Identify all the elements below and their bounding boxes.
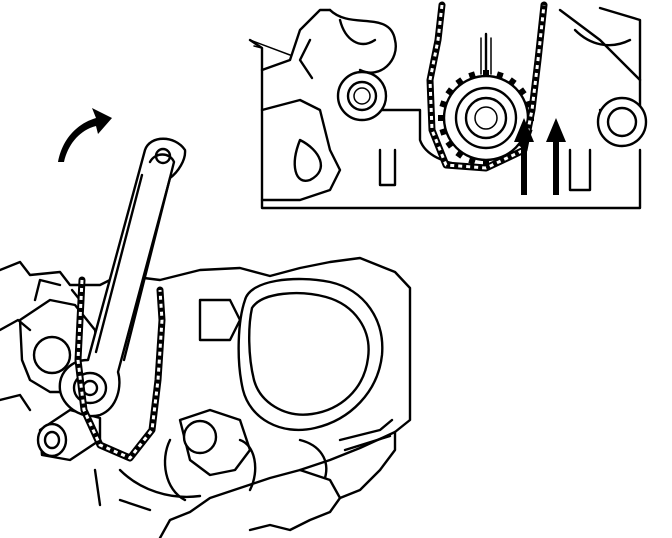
sprocket-tooth xyxy=(455,150,464,159)
sprocket-tooth xyxy=(439,100,447,108)
camshaft-detail-inset xyxy=(248,1,648,210)
sprocket-tooth xyxy=(445,140,454,149)
inset-timing-chains xyxy=(426,1,548,172)
sprocket-tooth xyxy=(438,115,444,121)
inset-left-bearing xyxy=(336,70,388,122)
alignment-arrow-icon xyxy=(546,118,566,195)
chain-links xyxy=(76,279,164,460)
sprocket-tooth xyxy=(518,87,527,96)
inset-right-bearing xyxy=(596,96,648,148)
camshaft-sprocket xyxy=(442,32,530,162)
inset-housing-left xyxy=(260,8,342,202)
alignment-arrow-icon xyxy=(514,118,534,195)
sprocket-tooth xyxy=(439,128,447,136)
sprocket-tooth xyxy=(508,77,517,86)
sprocket-tooth xyxy=(483,70,489,76)
curved-rotation-arrow-icon xyxy=(58,108,112,162)
sprocket-tooth xyxy=(468,71,476,79)
sprocket-tooth xyxy=(455,77,464,86)
idler-boss xyxy=(182,419,218,455)
cylinder-bore xyxy=(237,277,384,432)
main-timing-chains xyxy=(74,276,166,462)
wrench-tool xyxy=(58,137,187,418)
sprocket-tooth xyxy=(468,157,476,165)
chain-strand xyxy=(426,1,548,172)
sprocket-tooth xyxy=(445,87,454,96)
sprocket-tooth xyxy=(496,71,504,79)
